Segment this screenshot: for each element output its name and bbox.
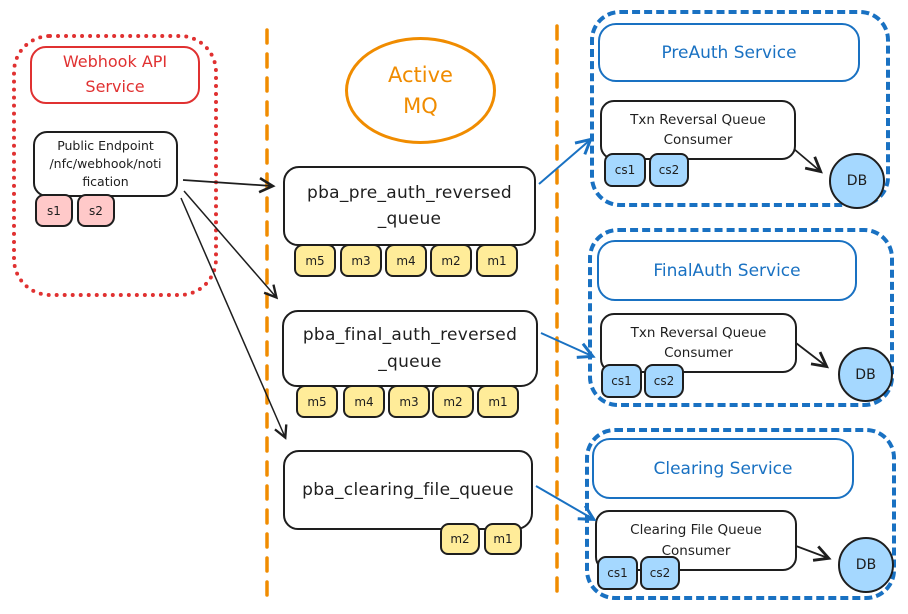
server-instance-chip: s2	[77, 194, 115, 227]
message-chip: m5	[296, 385, 338, 418]
consumer-instance-chip: cs1	[604, 153, 646, 187]
queue-pre-auth-reversed: pba_pre_auth_reversed _queue	[283, 166, 536, 246]
queue-clearing-file: pba_clearing_file_queue	[283, 450, 533, 530]
finalauth-db-circle: DB	[838, 347, 893, 402]
clearing-db-circle: DB	[838, 537, 894, 593]
message-chip: m2	[440, 523, 480, 555]
server-instance-chip: s1	[35, 194, 73, 227]
public-endpoint-box: Public Endpoint /nfc/webhook/noti ficati…	[33, 131, 178, 197]
preauth-service-title: PreAuth Service	[598, 23, 860, 82]
webhook-service-title: Webhook API Service	[30, 46, 200, 104]
consumer-instance-chip: cs2	[649, 153, 689, 187]
message-chip: m4	[343, 385, 385, 418]
message-chip: m1	[477, 385, 519, 418]
finalauth-service-title: FinalAuth Service	[597, 240, 857, 301]
clearing-consumer-box: Clearing File Queue Consumer	[595, 510, 797, 571]
message-chip: m1	[476, 244, 518, 277]
webhook-service-panel	[12, 34, 218, 297]
message-chip: m2	[432, 385, 474, 418]
consumer-instance-chip: cs1	[601, 364, 642, 398]
activemq-broker-ellipse: Active MQ	[345, 37, 496, 144]
arrow-queue-to-preauth-consumer	[538, 137, 594, 185]
message-chip: m5	[294, 244, 336, 277]
preauth-service-panel	[590, 10, 890, 207]
preauth-consumer-box: Txn Reversal Queue Consumer	[600, 100, 796, 160]
consumer-instance-chip: cs1	[597, 556, 638, 590]
queue-final-auth-reversed: pba_final_auth_reversed _queue	[282, 310, 538, 387]
finalauth-consumer-box: Txn Reversal Queue Consumer	[600, 313, 797, 373]
consumer-instance-chip: cs2	[640, 556, 680, 590]
message-chip: m3	[388, 385, 430, 418]
message-chip: m4	[385, 244, 427, 277]
arrow-queue-to-finalauth-consumer	[540, 332, 596, 359]
message-chip: m2	[430, 244, 472, 277]
finalauth-service-panel	[588, 228, 894, 407]
message-chip: m3	[340, 244, 382, 277]
preauth-db-circle: DB	[829, 153, 885, 209]
clearing-service-title: Clearing Service	[592, 438, 854, 499]
message-chip: m1	[484, 523, 522, 555]
consumer-instance-chip: cs2	[644, 364, 684, 398]
